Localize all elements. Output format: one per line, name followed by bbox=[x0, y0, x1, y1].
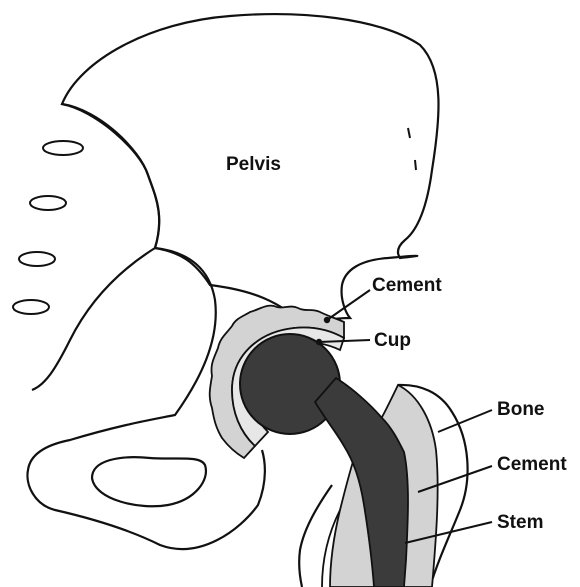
leader-bone bbox=[438, 410, 492, 432]
sacral-foramen-4 bbox=[13, 300, 49, 314]
sacral-foramen-1 bbox=[43, 141, 83, 155]
femoral-head bbox=[240, 334, 340, 434]
leader-cement-cup-dot bbox=[324, 317, 330, 323]
label-cup: Cup bbox=[374, 330, 411, 351]
label-stem: Stem bbox=[497, 512, 543, 533]
sacral-foramen-2 bbox=[30, 196, 66, 210]
pelvis-rim-tick-2 bbox=[415, 160, 416, 170]
obturator-foramen bbox=[92, 457, 206, 506]
label-bone: Bone bbox=[497, 399, 545, 420]
label-cement-stem: Cement bbox=[497, 454, 567, 475]
sacral-foramen-3 bbox=[19, 252, 55, 266]
femur-outline-left bbox=[299, 485, 332, 587]
label-pelvis: Pelvis bbox=[226, 154, 281, 175]
label-cement-cup: Cement bbox=[372, 275, 442, 296]
leader-cup-dot bbox=[316, 339, 322, 345]
